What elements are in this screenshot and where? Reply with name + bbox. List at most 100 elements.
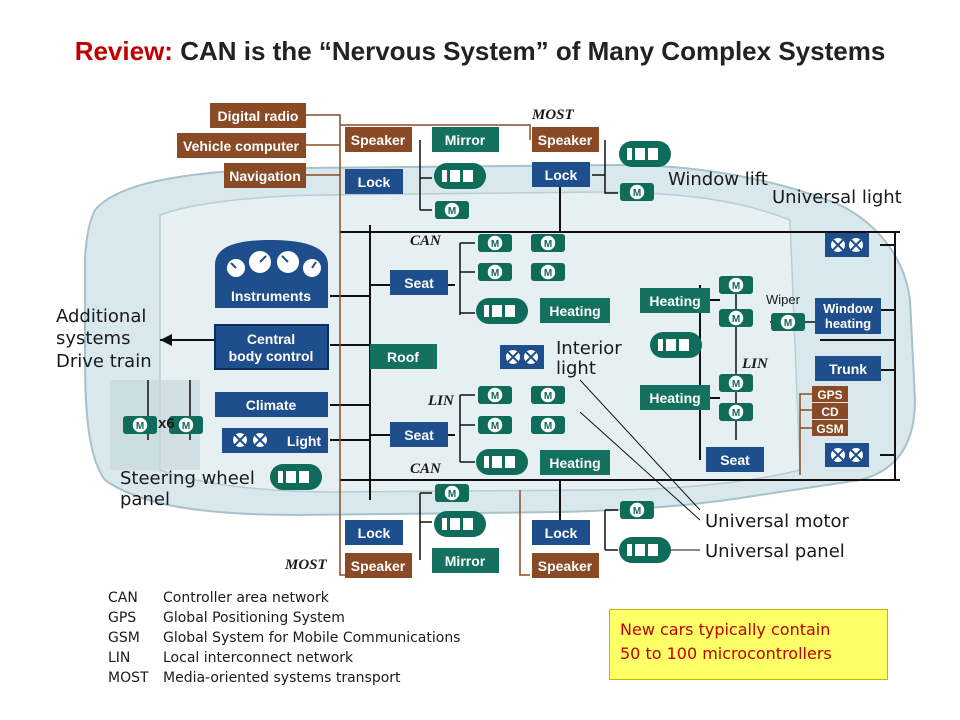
motor-icon xyxy=(477,233,513,253)
roof-box: Roof xyxy=(370,344,437,369)
lock-box-top-right: Lock xyxy=(532,162,590,187)
interior-lamp-icon xyxy=(499,344,545,370)
legend-abbr: LIN xyxy=(108,650,131,666)
motor-icon xyxy=(619,182,655,202)
legend-row: GPS Global Positioning System xyxy=(108,608,460,628)
svg-text:Mirror: Mirror xyxy=(445,132,486,148)
legend-text: Controller area network xyxy=(163,590,329,606)
trunk-box: Trunk xyxy=(815,356,881,381)
svg-text:Digital radio: Digital radio xyxy=(218,108,299,124)
legend-text: Global Positioning System xyxy=(163,610,345,626)
microcontroller-note: New cars typically contain 50 to 100 mic… xyxy=(609,609,888,680)
most-label-bottom: MOST xyxy=(284,557,328,573)
lock-box-top-left: Lock xyxy=(345,169,403,194)
motor-icon xyxy=(434,483,470,503)
motor-icon xyxy=(477,262,513,282)
can-label-bottom: CAN xyxy=(410,461,442,477)
steering-panel-icon xyxy=(270,464,322,490)
motor-icon xyxy=(122,415,158,435)
output-arrows xyxy=(160,334,215,346)
svg-text:Speaker: Speaker xyxy=(538,558,593,574)
interior-light-label-1: Interior xyxy=(556,338,622,359)
svg-text:GSM: GSM xyxy=(816,422,843,436)
lin-label-right: LIN xyxy=(741,356,769,372)
legend-text: Media-oriented systems transport xyxy=(163,670,401,686)
universal-panel-label: Universal panel xyxy=(705,541,845,562)
wiper-label: Wiper xyxy=(766,292,801,307)
motor-icon xyxy=(718,275,754,295)
legend-text: Global System for Mobile Communications xyxy=(163,630,461,646)
svg-text:Lock: Lock xyxy=(358,174,391,190)
legend-abbr: MOST xyxy=(108,670,149,686)
seat-box-front: Seat xyxy=(390,270,448,295)
legend-text: Local interconnect network xyxy=(163,650,354,666)
panel-icon xyxy=(650,332,702,358)
svg-text:Lock: Lock xyxy=(545,167,578,183)
lamp-icon xyxy=(824,442,870,468)
lin-label-left: LIN xyxy=(427,393,455,409)
speaker-box-top-right: Speaker xyxy=(532,127,599,152)
additional-systems-label-1: Additional xyxy=(56,306,146,327)
most-label-top: MOST xyxy=(531,107,575,123)
cd-box: CD xyxy=(812,403,848,419)
lock-box-bottom-left: Lock xyxy=(345,520,403,545)
legend-row: LIN Local interconnect network xyxy=(108,648,460,668)
motor-icon xyxy=(718,373,754,393)
svg-text:Lock: Lock xyxy=(358,525,391,541)
seat-heating-box-2: Heating xyxy=(540,450,610,475)
lamp-icon xyxy=(824,232,870,258)
seat-heating-box-1: Heating xyxy=(540,298,610,323)
panel-icon xyxy=(619,537,671,563)
drive-train-label: Drive train xyxy=(56,351,152,372)
svg-text:Climate: Climate xyxy=(246,397,297,413)
rear-heating-box-2: Heating xyxy=(640,385,710,410)
climate-box: Climate xyxy=(215,392,328,417)
legend-abbr: GPS xyxy=(108,610,137,626)
svg-text:Heating: Heating xyxy=(549,455,600,471)
svg-text:Mirror: Mirror xyxy=(445,553,486,569)
window-lift-label: Window lift xyxy=(668,169,768,190)
central-body-control-box: Central body control xyxy=(214,324,329,370)
motor-icon xyxy=(718,308,754,328)
svg-text:Lock: Lock xyxy=(545,525,578,541)
svg-text:body control: body control xyxy=(229,348,314,364)
seat-box-middle: Seat xyxy=(390,422,448,447)
motor-icon xyxy=(477,385,513,405)
most-lines xyxy=(305,114,812,576)
svg-text:Heating: Heating xyxy=(549,303,600,319)
svg-text:Seat: Seat xyxy=(404,427,434,443)
mirror-box-bottom: Mirror xyxy=(432,548,499,573)
motor-icon xyxy=(477,415,513,435)
svg-text:Light: Light xyxy=(287,433,322,449)
svg-text:Speaker: Speaker xyxy=(351,132,406,148)
digital-radio-box: Digital radio xyxy=(210,103,306,128)
svg-text:Heating: Heating xyxy=(649,293,700,309)
rear-heating-box-1: Heating xyxy=(640,288,710,313)
svg-text:GPS: GPS xyxy=(817,388,842,402)
legend-row: MOST Media-oriented systems transport xyxy=(108,668,460,688)
svg-text:Seat: Seat xyxy=(404,275,434,291)
instruments-box: Instruments xyxy=(215,240,328,308)
panel-icon xyxy=(476,449,528,475)
speaker-box-bottom-right: Speaker xyxy=(532,553,599,578)
motor-icon xyxy=(530,233,566,253)
speaker-box-top-left: Speaker xyxy=(345,127,412,152)
svg-text:Central: Central xyxy=(247,331,295,347)
x6-label: x6 xyxy=(158,415,175,432)
lock-box-bottom-right: Lock xyxy=(532,520,590,545)
speaker-box-bottom-left: Speaker xyxy=(345,553,412,578)
legend-row: CAN Controller area network xyxy=(108,588,460,608)
steering-wheel-label-2: panel xyxy=(120,489,170,510)
title-main: CAN is the “Nervous System” of Many Comp… xyxy=(180,36,886,66)
note-line-2: 50 to 100 microcontrollers xyxy=(620,644,832,663)
svg-text:Vehicle computer: Vehicle computer xyxy=(183,138,299,154)
navigation-box: Navigation xyxy=(224,163,306,188)
light-box: Light xyxy=(222,428,328,453)
svg-text:Speaker: Speaker xyxy=(538,132,593,148)
universal-motor-label: Universal motor xyxy=(705,511,849,532)
can-label-top: CAN xyxy=(410,233,442,249)
svg-text:heating: heating xyxy=(825,316,871,331)
page-title: Review: CAN is the “Nervous System” of M… xyxy=(0,36,960,67)
svg-text:Roof: Roof xyxy=(387,349,419,365)
vehicle-computer-box: Vehicle computer xyxy=(177,133,306,158)
